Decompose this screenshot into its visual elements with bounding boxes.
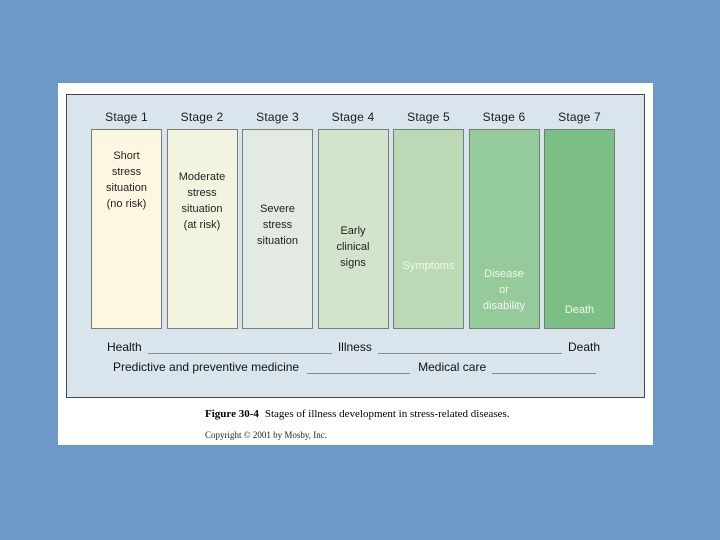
stage-column-6: Disease or disability: [468, 129, 540, 329]
stage-column-7: Death: [544, 129, 615, 329]
predictive-medicine-label: Predictive and preventive medicine: [113, 360, 300, 374]
illness-label: Illness: [337, 340, 372, 354]
figure-number: Figure 30-4: [205, 408, 259, 420]
copyright-notice: Copyright © 2001 by Mosby, Inc.: [205, 430, 328, 440]
medical-care-line: [492, 370, 596, 374]
stage-label-6: Stage 6: [482, 110, 526, 124]
medicine-care-axis: Predictive and preventive medicine Medic…: [113, 361, 596, 374]
health-illness-death-axis: Health Illness Death: [107, 341, 600, 354]
stage-columns-row: Short stress situation (no risk) Moderat…: [67, 129, 644, 329]
figure-panel: Stage 1 Stage 2 Stage 3 Stage 4 Stage 5 …: [66, 94, 645, 398]
stage-column-1: Short stress situation (no risk): [91, 129, 162, 329]
slide: Stage 1 Stage 2 Stage 3 Stage 4 Stage 5 …: [58, 83, 653, 445]
medical-care-label: Medical care: [418, 360, 487, 374]
stage-label-5: Stage 5: [407, 110, 450, 124]
figure-caption-text: Stages of illness development in stress-…: [264, 408, 510, 420]
stage-label-7: Stage 7: [558, 110, 601, 124]
stage-label-3: Stage 3: [256, 110, 299, 124]
stage-label-4: Stage 4: [331, 110, 375, 124]
health-illness-line: [147, 350, 332, 354]
health-label: Health: [107, 340, 142, 354]
illness-death-line: [377, 350, 562, 354]
stage-column-4: Early clinical signs: [317, 129, 389, 329]
death-label: Death: [567, 340, 601, 354]
stage-column-3: Severe stress situation: [242, 129, 313, 329]
stage-column-2: Moderate stress situation (at risk): [166, 129, 238, 329]
stage-labels-row: Stage 1 Stage 2 Stage 3 Stage 4 Stage 5 …: [67, 110, 644, 124]
predictive-medicine-line: [307, 370, 411, 374]
stage-label-2: Stage 2: [180, 110, 224, 124]
figure-caption: Figure 30-4 Stages of illness development…: [205, 408, 510, 420]
stage-column-5: Symptoms: [393, 129, 464, 329]
stage-label-1: Stage 1: [105, 110, 148, 124]
